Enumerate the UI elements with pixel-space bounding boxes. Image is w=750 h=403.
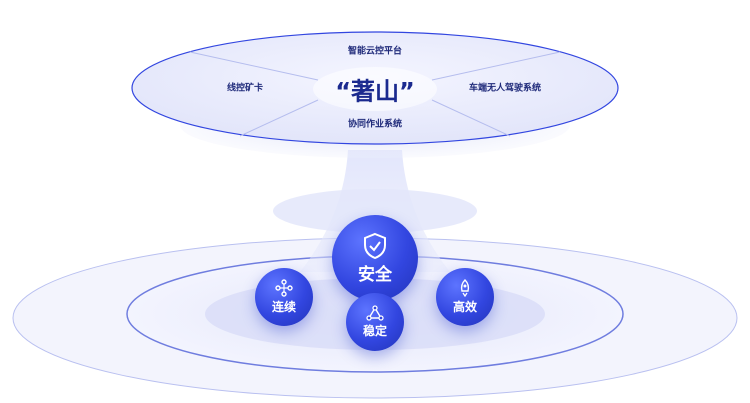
- divider-line-2: [431, 51, 561, 81]
- label-wire-controlled-truck: 线控矿卡: [226, 83, 264, 94]
- rocket-icon: [457, 279, 473, 301]
- label-collaborative-operation-system: 协同作业系统: [347, 119, 403, 130]
- mid-shadow-disk: [273, 189, 477, 233]
- node-efficiency: 高效: [436, 268, 494, 326]
- label-cloud-control-platform: 智能云控平台: [347, 46, 403, 57]
- triangle-nodes-icon: [366, 305, 384, 325]
- network-icon: [275, 279, 293, 301]
- node-continuity: 连续: [255, 268, 313, 326]
- node-security-label: 安全: [358, 264, 392, 285]
- center-title: “著山”: [335, 77, 415, 106]
- node-continuity-label: 连续: [271, 300, 296, 315]
- node-stability-label: 稳定: [362, 324, 387, 339]
- node-security: 安全: [332, 215, 418, 301]
- divider-line-4: [431, 99, 511, 137]
- shield-check-icon: [362, 232, 388, 264]
- divider-line-3: [239, 99, 319, 137]
- node-efficiency-label: 高效: [452, 300, 477, 315]
- label-vehicle-autonomous-system: 车端无人驾驶系统: [468, 83, 542, 94]
- node-stability: 稳定: [346, 293, 404, 351]
- divider-line-1: [189, 51, 319, 81]
- top-disk-inner: [313, 67, 437, 111]
